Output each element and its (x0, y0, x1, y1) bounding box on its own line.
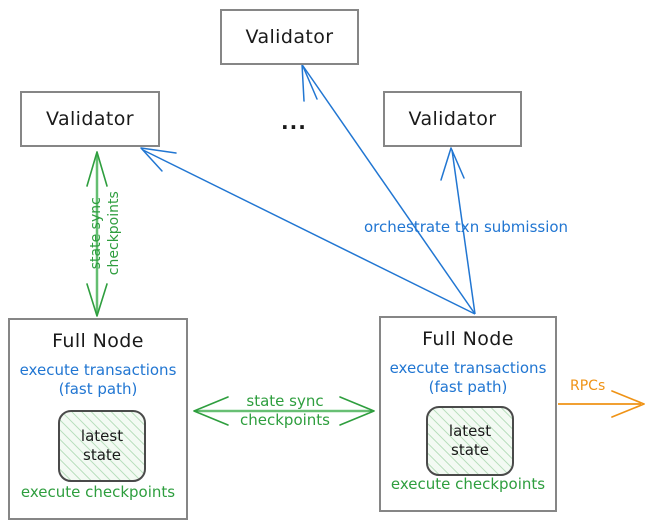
validator-box-left[interactable]: Validator (20, 91, 160, 147)
edge-label-line1: state sync (87, 197, 104, 270)
edge-label-orchestrate: orchestrate txn submission (364, 218, 569, 236)
edge-label-rpcs: RPCs (570, 378, 606, 394)
full-node-footer: execute checkpoints (20, 483, 176, 501)
latest-state-box[interactable]: latest state (426, 406, 514, 476)
latest-state-line1: latest (80, 426, 124, 445)
full-node-title: Full Node (422, 328, 514, 350)
full-node-subtitle-line2: (fast path) (428, 377, 508, 396)
full-node-subtitle: execute transactions (fast path) (20, 361, 177, 399)
full-node-subtitle: execute transactions (fast path) (390, 359, 547, 397)
validator-label: Validator (245, 26, 334, 48)
full-node-subtitle-line1: execute transactions (389, 359, 547, 377)
edge-label-line2: checkpoints (240, 410, 330, 429)
full-node-box-left[interactable]: Full Node execute transactions (fast pat… (8, 318, 188, 520)
latest-state-line1: latest (448, 421, 492, 440)
edge-label-state-sync-vertical: state sync checkpoints (87, 178, 123, 288)
validators-ellipsis: ... (281, 110, 307, 134)
validator-box-right[interactable]: Validator (383, 91, 522, 147)
validator-label: Validator (46, 108, 134, 130)
full-node-subtitle-line1: execute transactions (19, 361, 177, 379)
full-node-footer: execute checkpoints (390, 475, 546, 493)
latest-state-line2: state (451, 441, 489, 459)
validator-box-top[interactable]: Validator (220, 9, 359, 65)
edge-label-line1: state sync (246, 392, 324, 410)
latest-state-line2: state (83, 446, 121, 464)
full-node-title: Full Node (52, 330, 144, 352)
validator-label: Validator (408, 108, 497, 130)
full-node-box-right[interactable]: Full Node execute transactions (fast pat… (379, 316, 557, 512)
edge-label-state-sync-horizontal: state sync checkpoints (225, 392, 345, 430)
latest-state-box[interactable]: latest state (58, 410, 146, 482)
full-node-subtitle-line2: (fast path) (58, 379, 138, 398)
edge-label-line2: checkpoints (106, 191, 122, 276)
